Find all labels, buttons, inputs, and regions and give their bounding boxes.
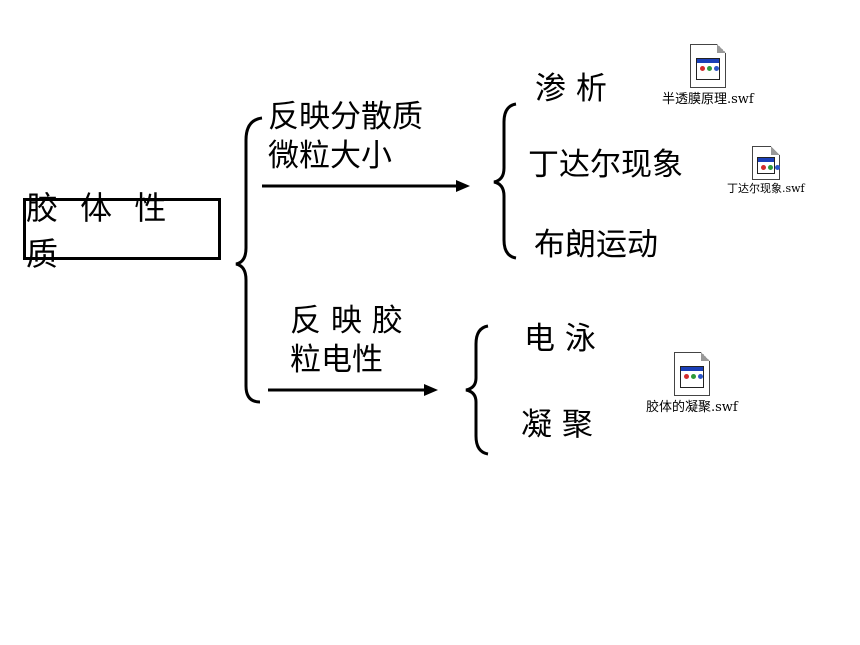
file-name: 胶体的凝聚.swf	[646, 400, 738, 415]
file-semipermeable-membrane[interactable]: 半透膜原理.swf	[662, 44, 754, 107]
branch-2-label: 反 映 胶 粒电性	[290, 303, 403, 378]
branch-1-label: 反映分散质 微粒大小	[268, 99, 423, 174]
leaf-coagulation: 凝 聚	[521, 407, 593, 443]
root-label: 胶 体 性 质	[26, 189, 173, 273]
arrowhead-branch-1	[456, 180, 470, 192]
leaf-brownian-motion: 布朗运动	[534, 227, 658, 263]
leaf-electrophoresis: 电 泳	[524, 321, 596, 357]
file-tyndall-effect[interactable]: 丁达尔现象.swf	[727, 146, 805, 196]
file-name: 丁达尔现象.swf	[727, 182, 805, 195]
file-name: 半透膜原理.swf	[662, 92, 754, 107]
leaf-tyndall-effect: 丁达尔现象	[528, 147, 683, 183]
main-brace	[235, 116, 263, 404]
swf-file-icon[interactable]	[689, 44, 726, 88]
brace-branch-1	[493, 102, 517, 260]
root-node: 胶 体 性 质	[23, 189, 221, 273]
leaf-dialysis: 渗 析	[535, 71, 607, 107]
file-colloid-coagulation[interactable]: 胶体的凝聚.swf	[646, 352, 738, 415]
swf-file-icon[interactable]	[751, 146, 780, 180]
brace-branch-2	[465, 324, 489, 456]
arrowhead-branch-2	[424, 384, 438, 396]
swf-file-icon[interactable]	[673, 352, 710, 396]
